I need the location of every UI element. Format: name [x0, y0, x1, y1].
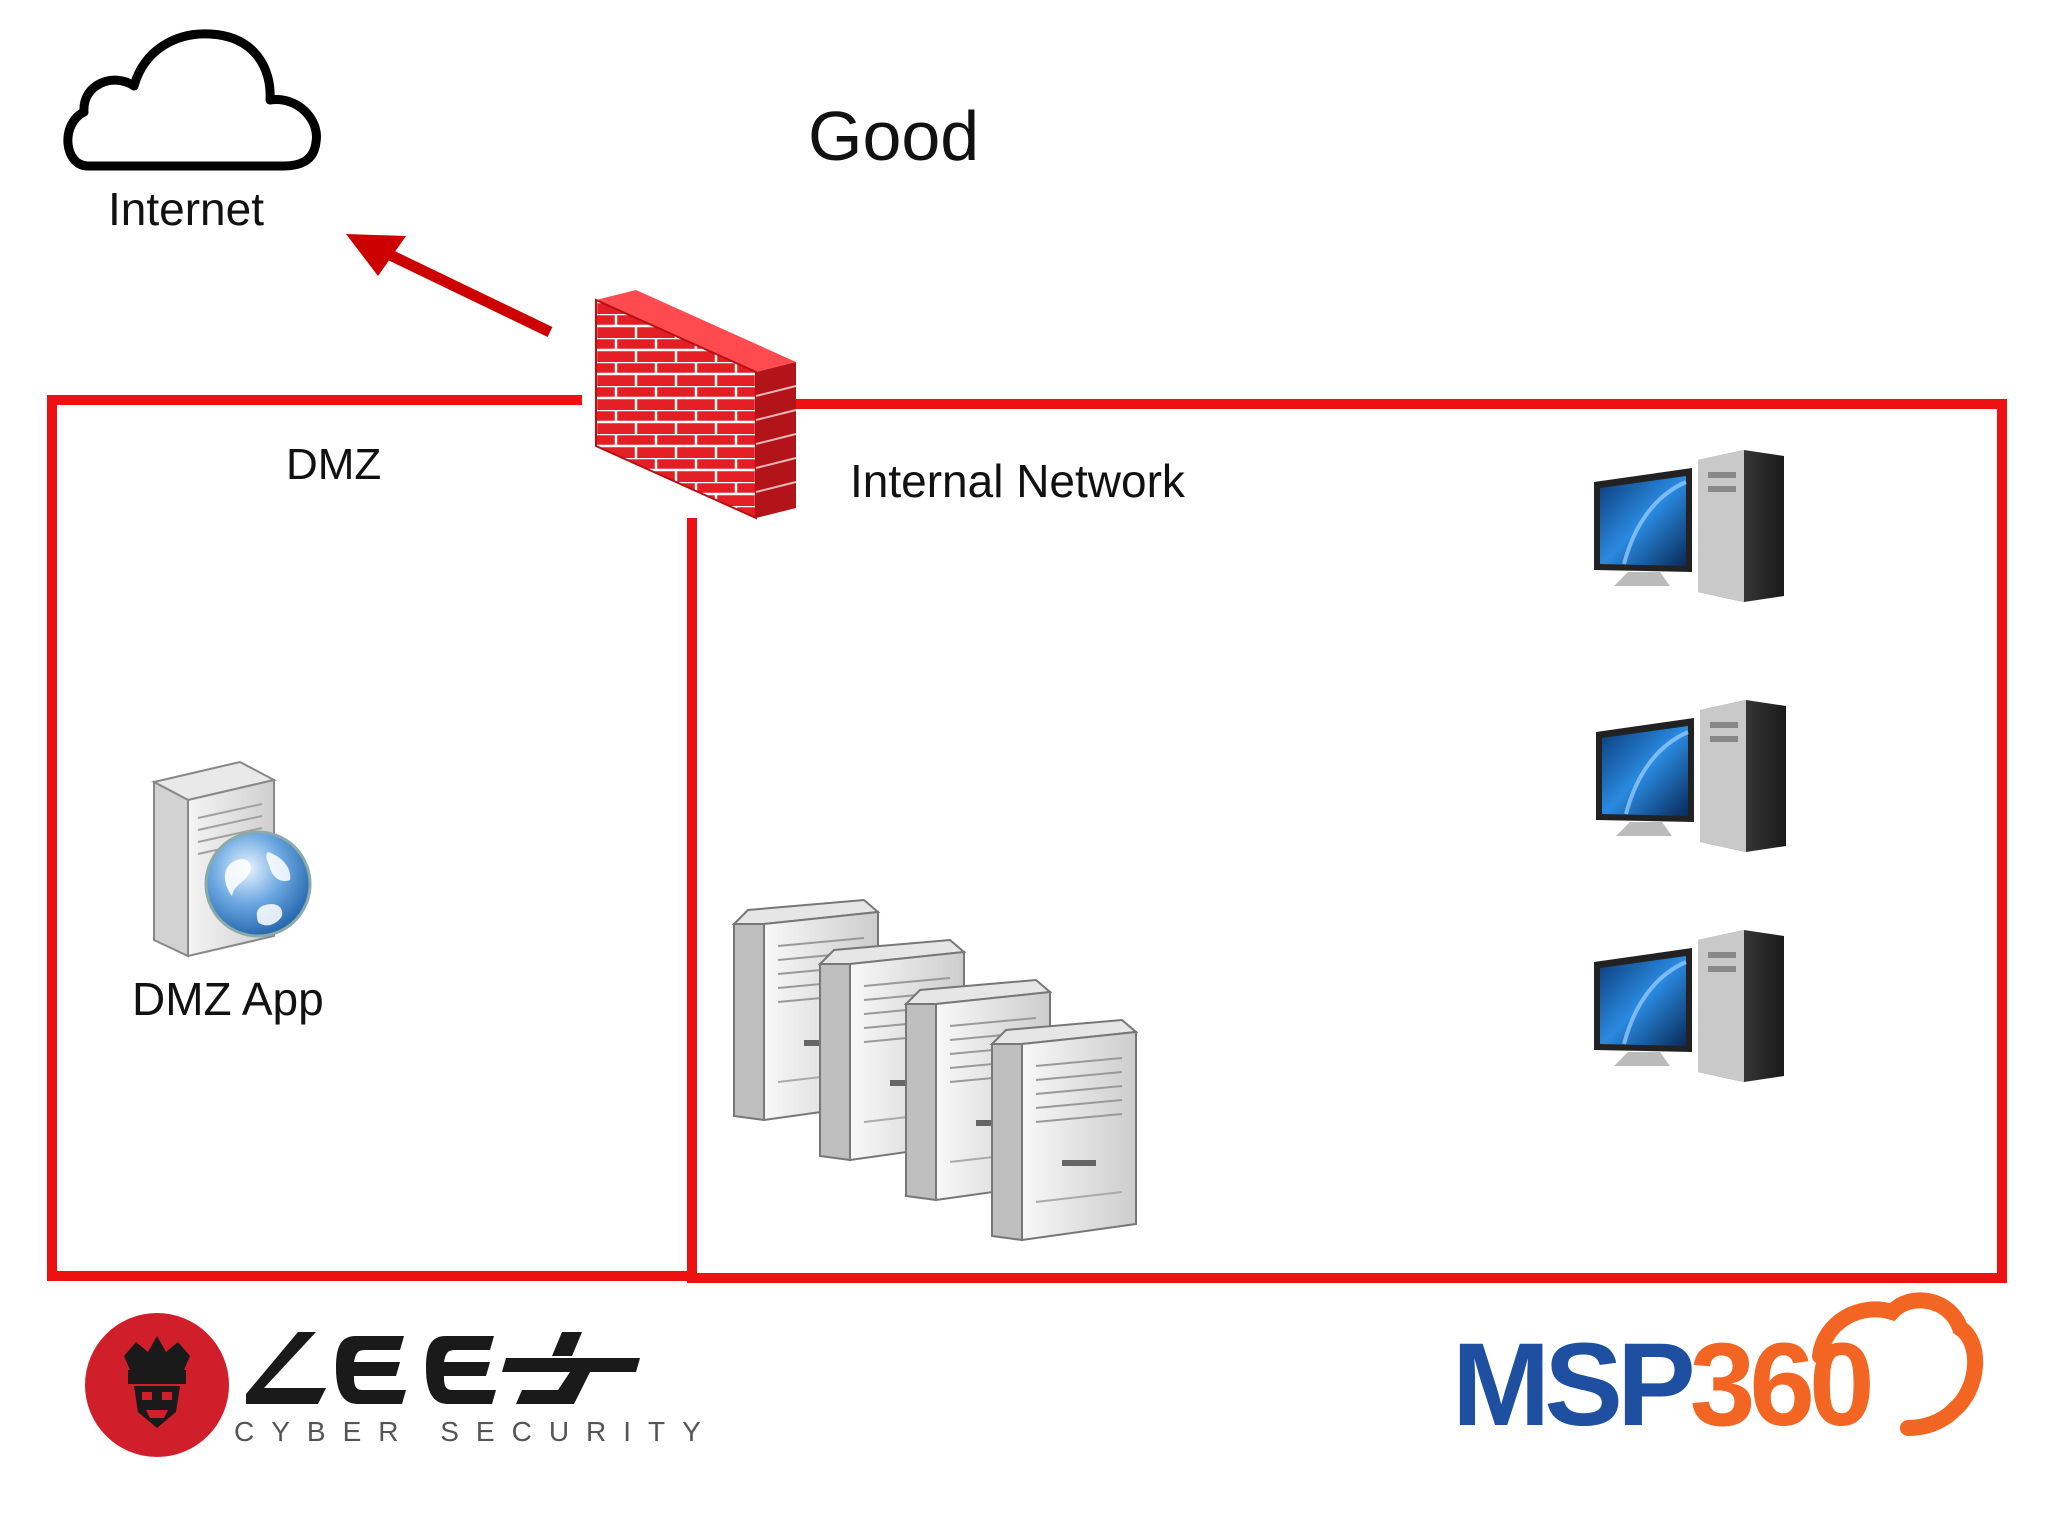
msp360-logo-360: 360: [1689, 1319, 1875, 1451]
msp360-logo: MSP360: [1452, 1326, 1875, 1444]
desktop-computer-icon: [1594, 450, 1784, 602]
web-server-icon: [151, 760, 312, 958]
outbound-arrow-line: [381, 247, 553, 337]
leet-subtitle: CYBER SECURITY: [234, 1416, 718, 1447]
dmz-zone-border: [47, 395, 692, 1281]
leet-wordmark-logo: [246, 1332, 640, 1404]
dmz-label: DMZ: [286, 440, 382, 489]
desktop-computer-icon: [1594, 698, 1788, 854]
diagram-title: Good: [808, 97, 980, 175]
internal-zone-border: [687, 399, 2007, 1283]
desktop-computer-icon: [1592, 928, 1786, 1084]
cloud-icon: [63, 29, 321, 171]
msp360-cloud-icon: [1812, 1292, 1984, 1436]
dmz-app-label: DMZ App: [132, 973, 324, 1025]
firewall-icon: [595, 290, 797, 520]
internet-label: Internet: [108, 183, 264, 235]
internal-network-label: Internal Network: [850, 455, 1185, 507]
msp360-logo-msp: MSP: [1452, 1319, 1696, 1451]
server-rack-icon: [731, 898, 1137, 1241]
outbound-arrow-head: [346, 234, 406, 276]
leet-samurai-logo-icon: [85, 1313, 229, 1457]
